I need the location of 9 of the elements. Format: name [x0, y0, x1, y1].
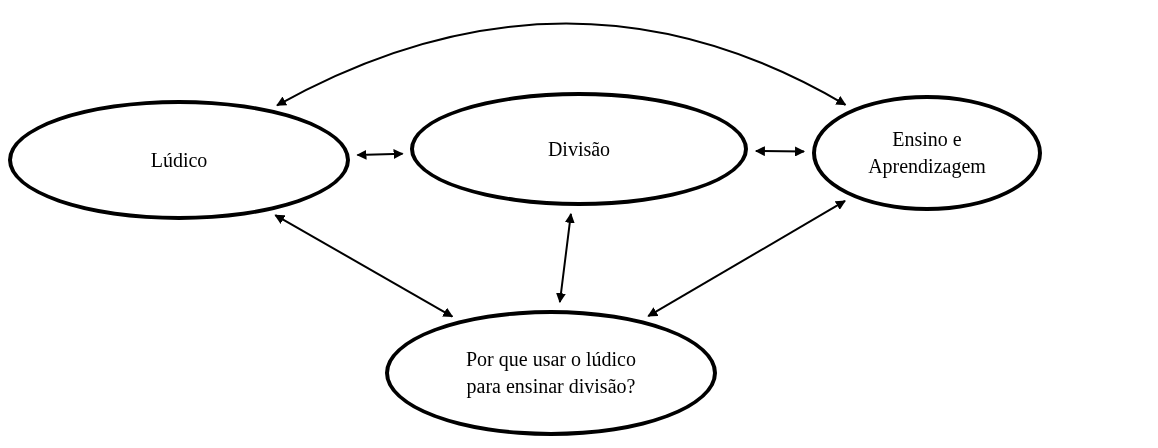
arrow [276, 22, 847, 107]
arrow [647, 199, 846, 318]
arrow [356, 149, 404, 160]
node-label: Lúdico [150, 147, 208, 173]
node-label: Por que usar o lúdico para ensinar divisão? [466, 347, 636, 400]
arrow [754, 146, 806, 157]
node-label: Ensino e Aprendizagem [867, 127, 987, 180]
arrow [556, 212, 575, 304]
node-label: Divisão [547, 136, 611, 162]
